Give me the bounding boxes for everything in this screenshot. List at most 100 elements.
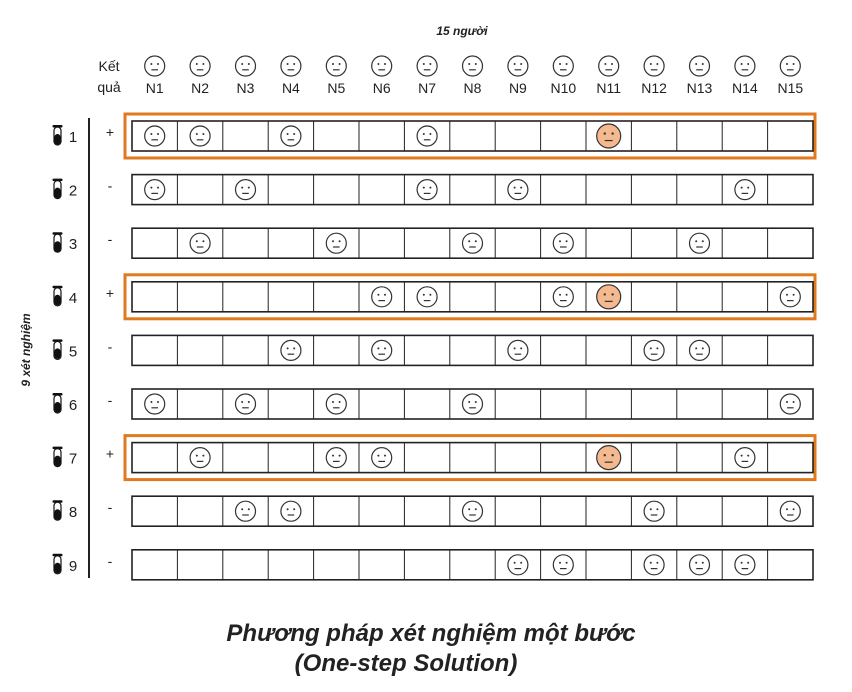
result-header-line1: Kết xyxy=(98,58,119,74)
test-row: 6- xyxy=(52,388,814,420)
person-face-icon xyxy=(552,55,574,77)
tested-person-face-icon xyxy=(280,125,302,147)
result-header-line2: quả xyxy=(97,79,121,95)
test-number: 7 xyxy=(69,451,77,468)
test-tube-icon xyxy=(52,232,63,253)
person-face-icon xyxy=(688,55,711,77)
caption-english: (One-step Solution) xyxy=(295,650,518,677)
person-face-icon xyxy=(416,55,438,77)
tested-person-face-icon xyxy=(280,500,302,522)
positive-person-face-icon xyxy=(596,284,622,310)
test-number: 4 xyxy=(69,290,77,307)
tested-person-face-icon xyxy=(325,393,347,415)
tested-person-face-icon xyxy=(280,339,302,361)
test-result: - xyxy=(108,231,113,247)
tested-person-face-icon xyxy=(688,554,711,576)
person-face-icon xyxy=(598,55,620,77)
tests-count-label: 9 xét nghiệm xyxy=(19,313,33,387)
test-result: + xyxy=(106,446,114,462)
person-face-icon xyxy=(325,55,347,77)
test-tube-icon xyxy=(52,178,63,200)
test-number: 2 xyxy=(69,183,77,200)
tested-person-face-icon xyxy=(734,179,756,201)
person-label: N5 xyxy=(327,80,345,96)
test-row: 7+ xyxy=(52,434,817,482)
test-tube-icon xyxy=(52,553,63,575)
tested-person-face-icon xyxy=(507,554,529,576)
test-result: + xyxy=(106,285,114,301)
person-face-icon xyxy=(734,55,756,77)
test-number: 8 xyxy=(69,504,77,521)
tested-person-face-icon xyxy=(688,232,711,254)
tested-person-face-icon xyxy=(189,447,211,469)
person-face-icon xyxy=(371,55,393,77)
tested-person-face-icon xyxy=(461,393,484,415)
person-label: N13 xyxy=(687,80,713,96)
test-tube-icon xyxy=(52,125,63,146)
test-row: 8- xyxy=(52,495,814,528)
test-rows: 1+2-3-4+5-6-7+8-9- xyxy=(52,112,817,581)
tested-person-face-icon xyxy=(371,339,393,361)
test-row-grid xyxy=(131,441,814,474)
test-result: + xyxy=(106,124,114,140)
test-row-grid xyxy=(131,334,814,367)
person-label: N6 xyxy=(373,80,391,96)
tested-person-face-icon xyxy=(234,500,257,522)
tested-person-face-icon xyxy=(189,125,211,147)
test-row: 2- xyxy=(52,173,814,206)
test-tube-icon xyxy=(52,446,63,468)
person-face-icon xyxy=(507,55,529,77)
tested-person-face-icon xyxy=(734,554,756,576)
tested-person-face-icon xyxy=(552,554,574,576)
test-row: 3- xyxy=(52,227,814,259)
test-row: 5- xyxy=(52,334,814,367)
person-face-icon xyxy=(779,55,801,77)
test-result: - xyxy=(108,392,113,408)
test-row: 9- xyxy=(52,548,814,581)
positive-highlight xyxy=(123,434,817,482)
positive-highlight xyxy=(123,112,817,160)
person-face-icon xyxy=(144,55,166,77)
tested-person-face-icon xyxy=(144,179,166,201)
tested-person-face-icon xyxy=(552,286,574,308)
person-label: N2 xyxy=(191,80,209,96)
person-face-icon xyxy=(643,55,665,77)
tested-person-face-icon xyxy=(507,339,529,361)
person-face-icon xyxy=(461,55,484,77)
test-row-grid xyxy=(131,548,814,581)
person-face-icon xyxy=(280,55,302,77)
person-label: N4 xyxy=(282,80,300,96)
tested-person-face-icon xyxy=(325,232,347,254)
test-tube-icon xyxy=(52,393,63,414)
caption-vietnamese: Phương pháp xét nghiệm một bước xyxy=(226,620,635,647)
tested-person-face-icon xyxy=(552,232,574,254)
tested-person-face-icon xyxy=(416,179,438,201)
tested-person-face-icon xyxy=(643,554,665,576)
person-label: N15 xyxy=(777,80,803,96)
tested-person-face-icon xyxy=(416,286,438,308)
tested-person-face-icon xyxy=(144,393,166,415)
test-row: 4+ xyxy=(52,273,817,321)
person-label: N8 xyxy=(464,80,482,96)
person-label: N9 xyxy=(509,80,527,96)
test-number: 5 xyxy=(69,343,77,360)
people-count-label: 15 người xyxy=(436,24,488,38)
tested-person-face-icon xyxy=(461,232,484,254)
test-number: 9 xyxy=(69,558,77,575)
tested-person-face-icon xyxy=(234,393,257,415)
tested-person-face-icon xyxy=(325,447,347,469)
person-face-icon xyxy=(234,55,257,77)
tested-person-face-icon xyxy=(734,447,756,469)
test-tube-icon xyxy=(52,285,63,307)
person-label: N1 xyxy=(146,80,164,96)
tested-person-face-icon xyxy=(779,500,801,522)
tested-person-face-icon xyxy=(643,339,665,361)
tested-person-face-icon xyxy=(144,125,166,147)
tested-person-face-icon xyxy=(461,500,484,522)
tested-person-face-icon xyxy=(779,286,801,308)
positive-highlight xyxy=(123,273,817,321)
tested-person-face-icon xyxy=(371,286,393,308)
test-result: - xyxy=(108,178,113,194)
